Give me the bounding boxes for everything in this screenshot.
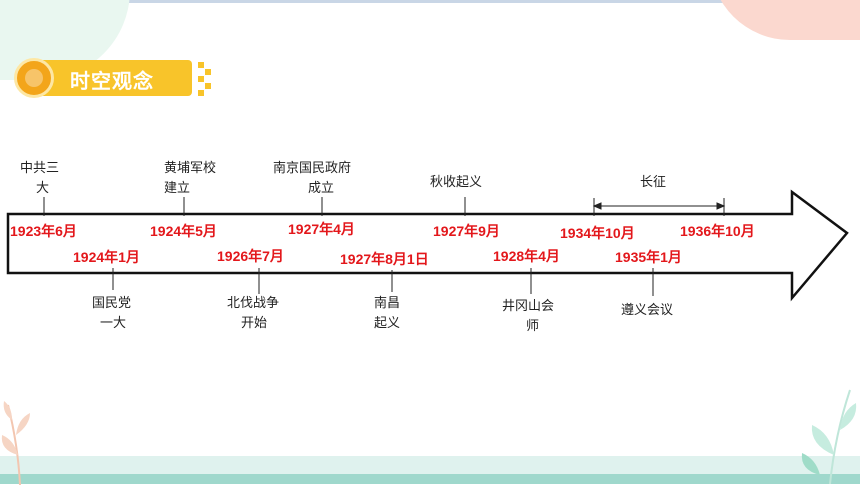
- event-label-long-march: 长征: [640, 175, 666, 190]
- date-1923-6: 1923年6月: [10, 223, 77, 239]
- long-march-span-arrow: [592, 202, 726, 210]
- event-label-jinggangshan-line1: 井冈山会: [502, 299, 554, 314]
- event-label-whampoa-line1: 黄埔军校: [164, 160, 216, 176]
- page-title: 时空观念: [70, 69, 154, 93]
- event-label-ccp-3rd-congress-line2: 大: [36, 181, 49, 196]
- date-1927-4: 1927年4月: [288, 221, 355, 237]
- date-1936-10: 1936年10月: [680, 223, 755, 239]
- above-connectors: [43, 197, 725, 216]
- date-1927-8-1: 1927年8月1日: [340, 251, 429, 267]
- decor-bottom-stripe: [0, 474, 860, 484]
- event-label-ccp-3rd-congress-line1: 中共三: [20, 161, 59, 176]
- title-badge-checker-icon: [198, 60, 212, 96]
- title-badge-bar: [32, 60, 192, 96]
- date-1924-5: 1924年5月: [150, 223, 217, 239]
- event-label-nanchang-uprising-line1: 南昌: [374, 295, 400, 311]
- top-border: [0, 0, 860, 3]
- event-label-nanjing-gov-line1: 南京国民政府: [273, 160, 351, 176]
- date-1927-9: 1927年9月: [433, 223, 500, 239]
- event-label-northern-expedition-line2: 开始: [241, 316, 267, 331]
- leaf-decoration-right-icon: [801, 389, 857, 484]
- event-label-autumn-harvest: 秋收起义: [430, 175, 482, 190]
- event-label-kmt-1st-congress-line1: 国民党: [92, 296, 131, 311]
- title-badge-circle-icon: [14, 58, 54, 98]
- event-label-jinggangshan-line2: 师: [526, 319, 539, 334]
- event-label-nanjing-gov-line2: 成立: [308, 181, 334, 196]
- leaf-decoration-left-icon: [1, 401, 30, 485]
- date-1926-7: 1926年7月: [217, 248, 284, 264]
- date-1935-1: 1935年1月: [615, 249, 682, 265]
- date-1934-10: 1934年10月: [560, 225, 635, 241]
- event-label-northern-expedition-line1: 北伐战争: [227, 296, 279, 311]
- event-label-whampoa-line2: 建立: [164, 181, 190, 196]
- event-label-kmt-1st-congress-line2: 一大: [100, 316, 126, 331]
- section-title-badge: 时空观念: [14, 58, 211, 100]
- timeline-arrow: [6, 189, 849, 302]
- below-connectors: [112, 268, 654, 296]
- event-label-zunyi-conference: 遵义会议: [621, 302, 673, 318]
- date-1928-4: 1928年4月: [493, 248, 560, 264]
- event-label-nanchang-uprising-line2: 起义: [374, 316, 400, 331]
- date-1924-1: 1924年1月: [73, 249, 140, 265]
